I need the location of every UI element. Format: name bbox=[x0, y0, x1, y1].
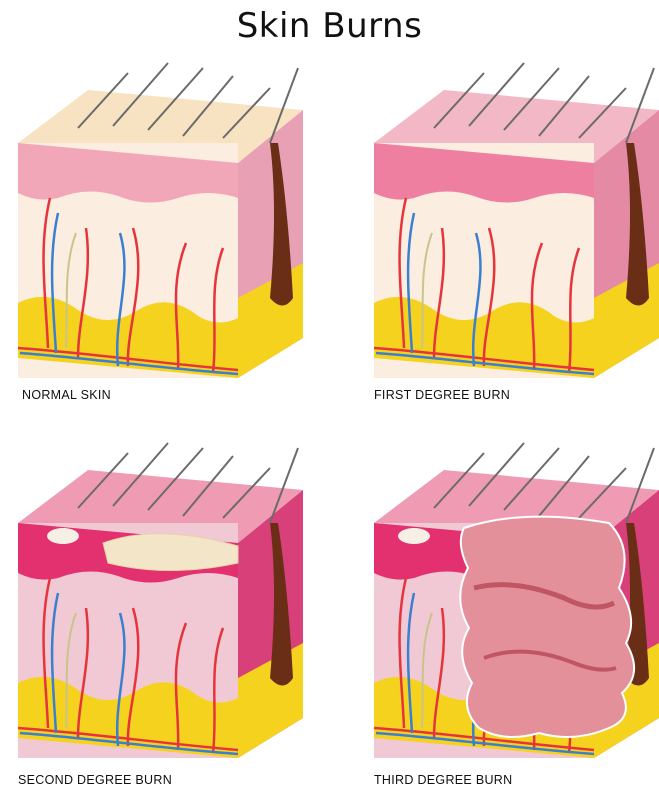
blister bbox=[398, 528, 430, 544]
first-degree-burn-label: FIRST DEGREE BURN bbox=[374, 388, 510, 402]
blister bbox=[47, 528, 79, 544]
first-degree-burn-diagram bbox=[364, 48, 659, 368]
second-degree-burn-label: SECOND DEGREE BURN bbox=[18, 773, 172, 787]
normal-skin-diagram bbox=[8, 48, 308, 368]
normal-skin-label: NORMAL SKIN bbox=[22, 388, 111, 402]
third-degree-burn-label: THIRD DEGREE BURN bbox=[374, 773, 512, 787]
second-degree-burn-diagram bbox=[8, 428, 308, 748]
skin-cross-section bbox=[8, 428, 308, 758]
skin-cross-section bbox=[364, 48, 659, 378]
third-degree-burn-diagram bbox=[364, 428, 659, 748]
skin-cross-section bbox=[364, 428, 659, 758]
page-title: Skin Burns bbox=[0, 6, 659, 46]
skin-cross-section bbox=[8, 48, 308, 378]
burned-tissue bbox=[460, 517, 634, 737]
